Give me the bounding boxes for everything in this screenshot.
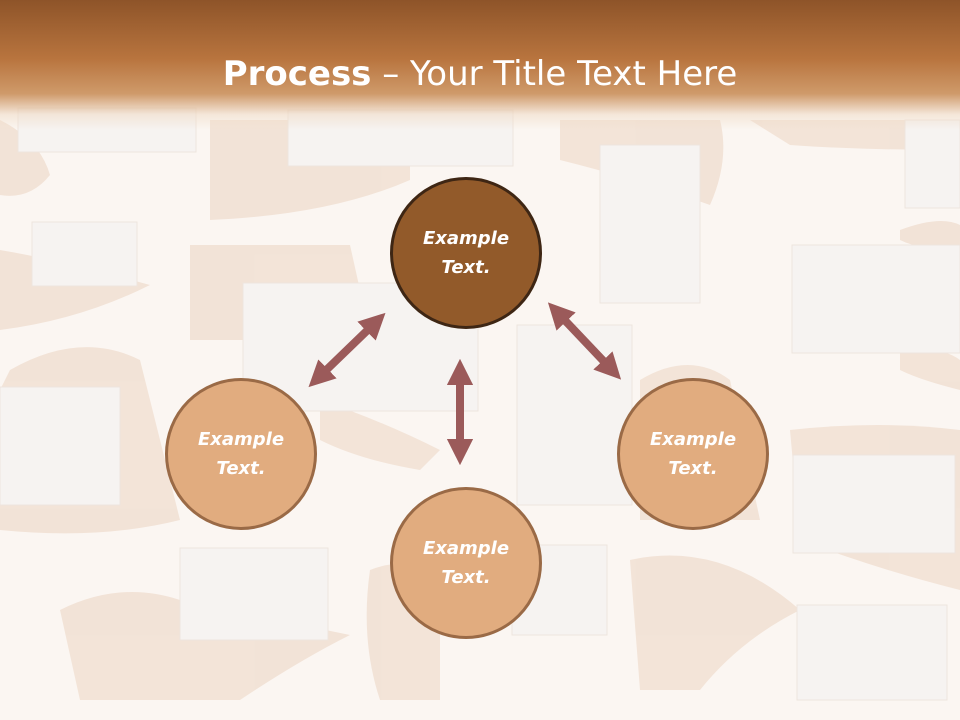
title-bar: Process – Your Title Text Here [0, 0, 960, 130]
node-top: Example Text. [390, 177, 542, 329]
node-bottom-text: Example Text. [422, 538, 510, 588]
title-rest: – Your Title Text Here [371, 54, 738, 94]
node-right: Example Text. [617, 378, 769, 530]
title-bold: Process [222, 54, 372, 94]
arrow-top-left [308, 312, 386, 388]
node-bottom: Example Text. [390, 487, 542, 639]
node-left-text: Example Text. [197, 429, 285, 479]
arrow-top-right [547, 302, 622, 380]
node-left: Example Text. [165, 378, 317, 530]
slide-title: Process – Your Title Text Here [0, 52, 960, 96]
node-top-text: Example Text. [422, 228, 510, 278]
node-right-text: Example Text. [649, 429, 737, 479]
